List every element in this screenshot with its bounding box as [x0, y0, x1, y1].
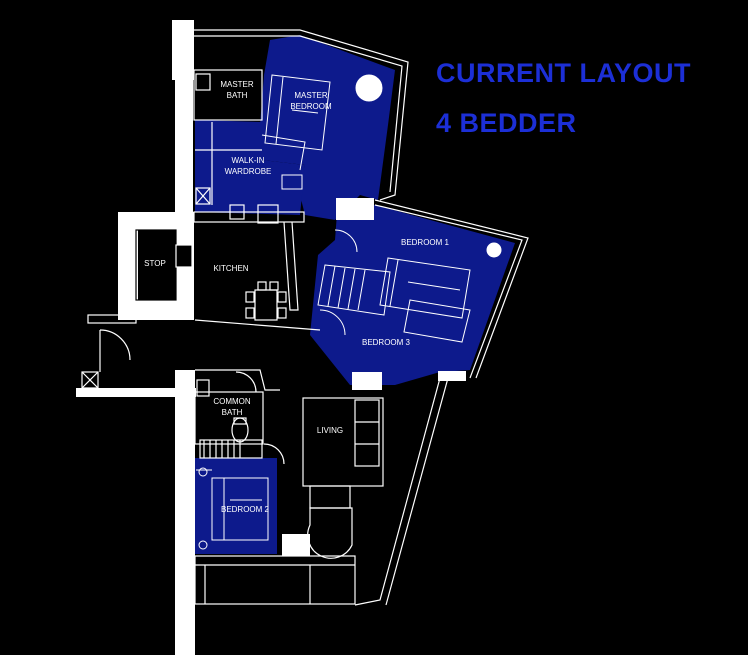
walk-in-wardrobe-area — [195, 120, 305, 215]
label-master-bath-2: BATH — [227, 91, 248, 100]
label-kitchen: KITCHEN — [213, 264, 248, 273]
label-common-bath-1: COMMON — [213, 397, 251, 406]
label-master-bath-1: MASTER — [220, 80, 254, 89]
label-common-bath-2: BATH — [222, 408, 243, 417]
label-wardrobe-2: WARDROBE — [225, 167, 272, 176]
interior-lines — [81, 29, 529, 606]
label-living: LIVING — [317, 426, 343, 435]
label-master-bedroom-1: MASTER — [294, 91, 328, 100]
bedroom-2-area — [195, 458, 277, 554]
label-bedroom-1: BEDROOM 1 — [401, 238, 450, 247]
label-bedroom-3: BEDROOM 3 — [362, 338, 411, 347]
bedroom-furniture — [196, 74, 502, 550]
label-wardrobe-1: WALK-IN — [231, 156, 264, 165]
label-store: STOP — [144, 259, 166, 268]
title-current-layout: CURRENT LAYOUT — [436, 58, 692, 88]
title-4-bedder: 4 BEDDER — [436, 108, 577, 138]
label-master-bedroom-2: BEDROOM — [290, 102, 332, 111]
bedroom-1-3-area — [310, 200, 515, 385]
label-bedroom-2: BEDROOM 2 — [221, 505, 270, 514]
